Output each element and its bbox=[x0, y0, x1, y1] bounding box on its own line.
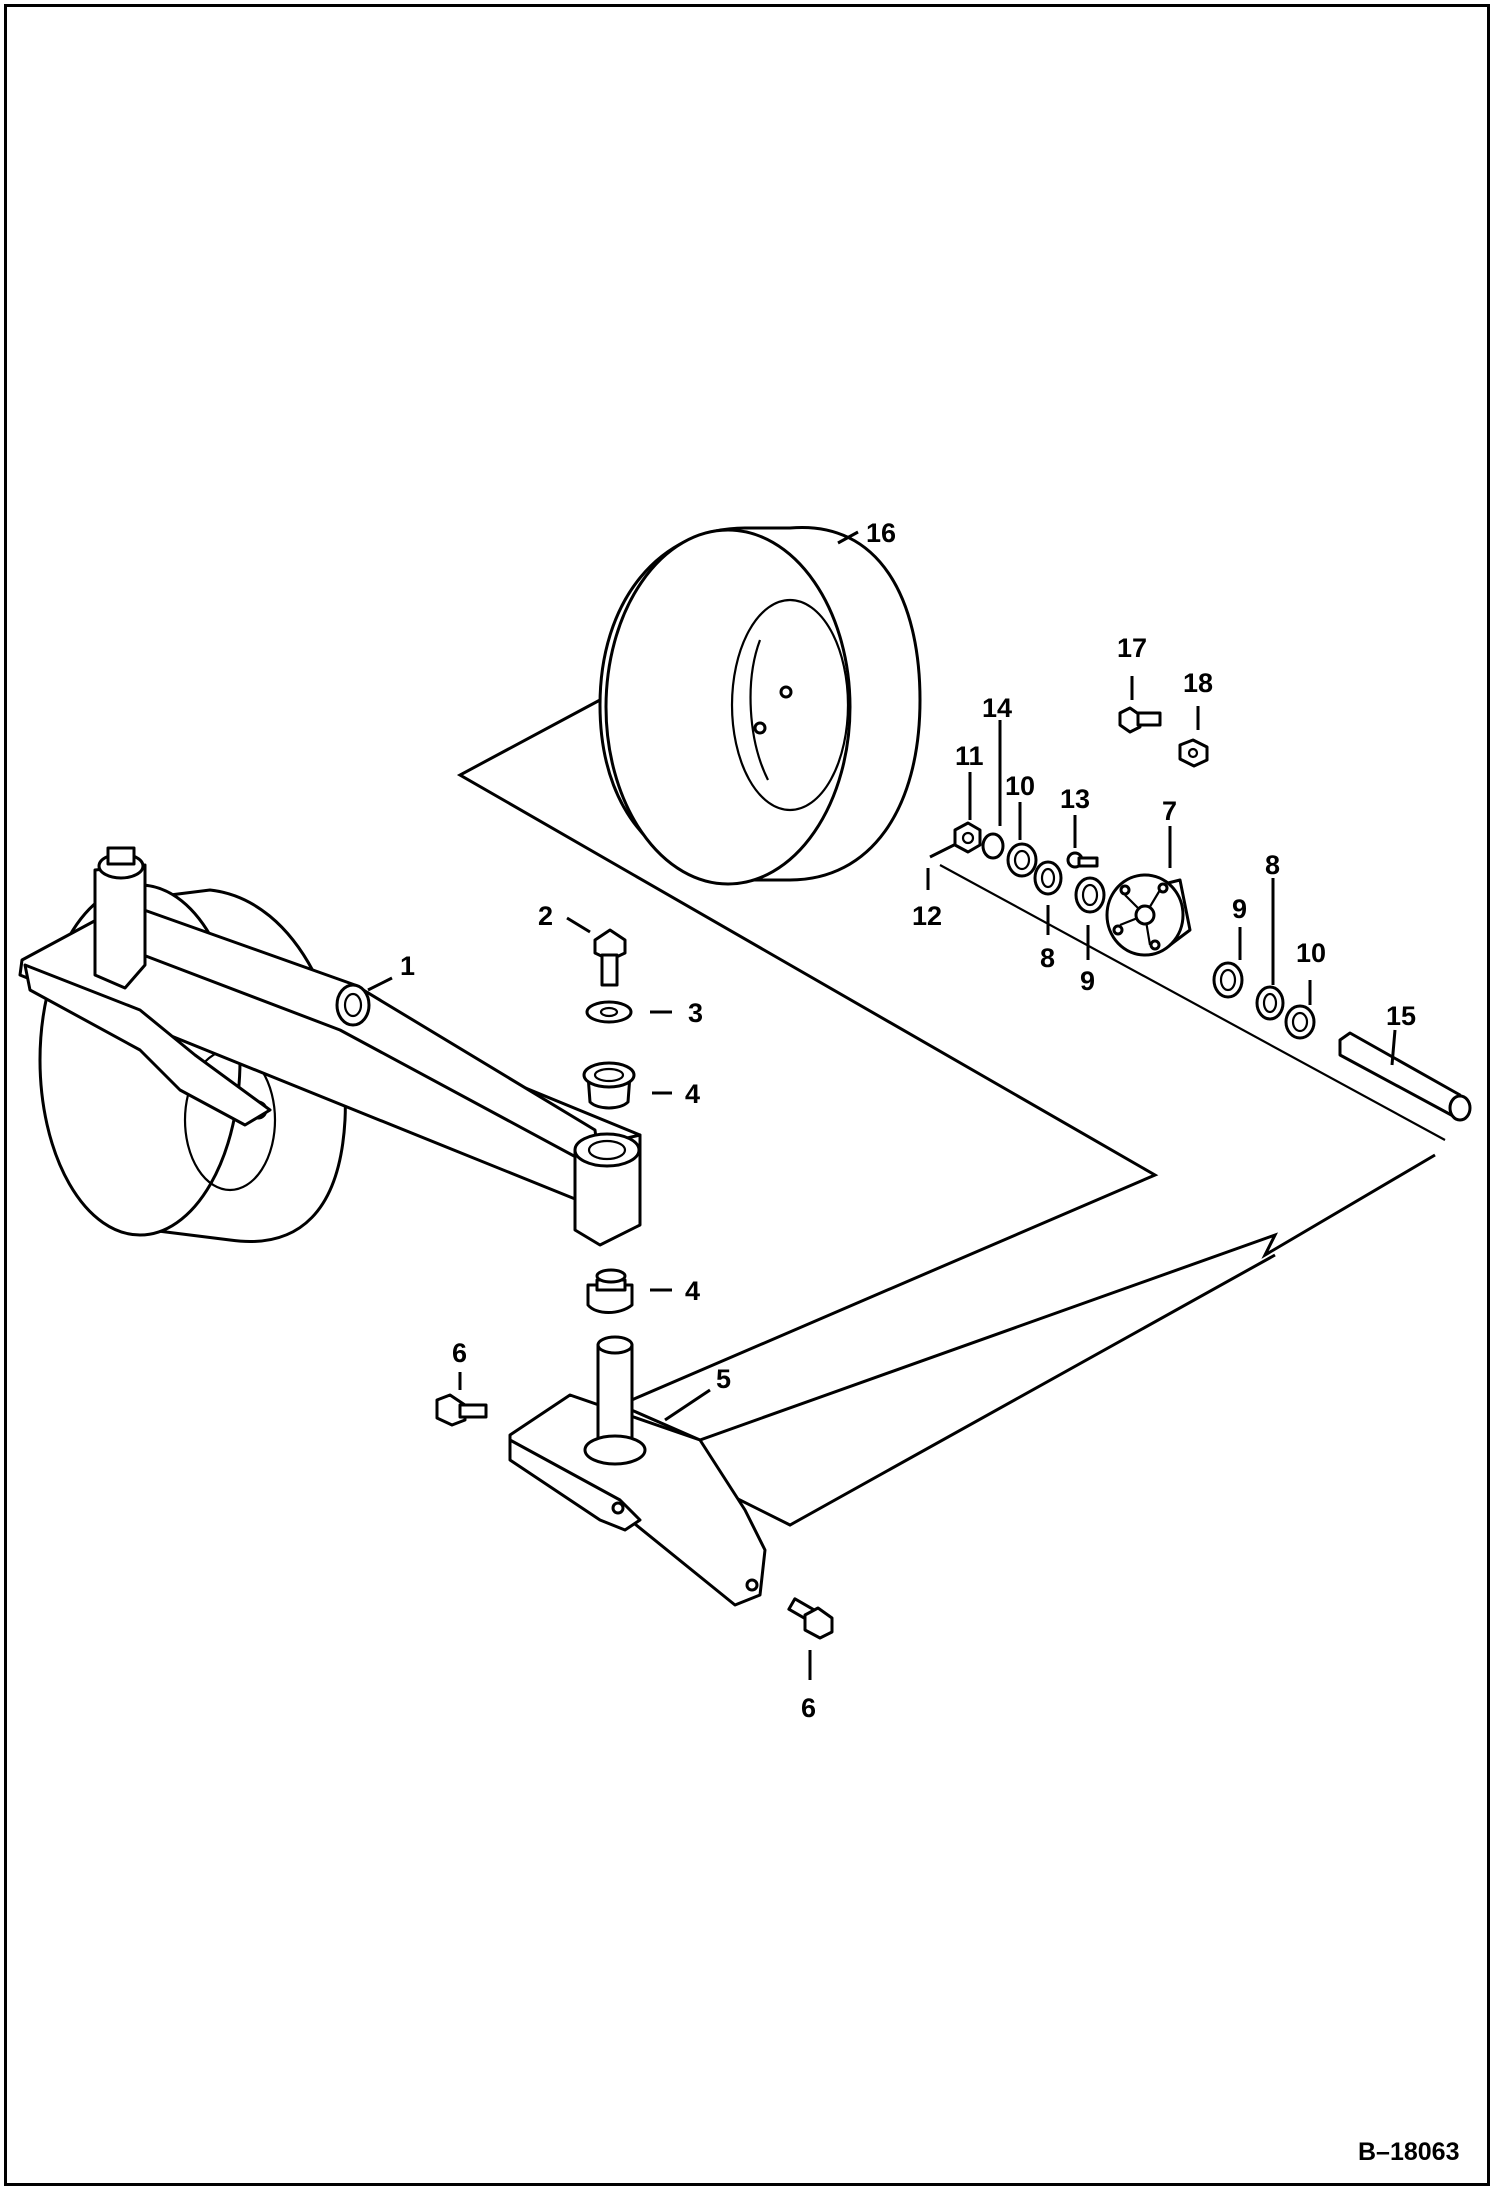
bearing-part-8-right bbox=[1255, 985, 1285, 1021]
axle-frame-outline bbox=[456, 698, 1436, 1442]
callout-3: 3 bbox=[688, 998, 703, 1028]
bushing-part-4-upper bbox=[582, 1061, 636, 1110]
hub-part-7 bbox=[1105, 873, 1192, 957]
bolt-part-17 bbox=[1118, 706, 1162, 734]
callout-4-lower: 4 bbox=[685, 1276, 700, 1306]
callout-14: 14 bbox=[982, 693, 1012, 723]
bolt-part-2 bbox=[593, 928, 627, 987]
washer-part-3 bbox=[585, 1000, 633, 1024]
callout-8-left: 8 bbox=[1040, 943, 1055, 973]
callout-15: 15 bbox=[1386, 1001, 1416, 1031]
callout-18: 18 bbox=[1183, 668, 1213, 698]
race-part-9-left bbox=[1074, 876, 1106, 914]
callout-11: 11 bbox=[955, 741, 984, 771]
callout-12: 12 bbox=[912, 901, 942, 931]
callout-16: 16 bbox=[866, 518, 896, 548]
callout-4-upper: 4 bbox=[685, 1079, 700, 1109]
axle-spindle-part-15 bbox=[1338, 1031, 1472, 1122]
bushing-part-4-lower bbox=[586, 1268, 634, 1314]
seal-part-10-right bbox=[1284, 1004, 1316, 1040]
hub-center-line bbox=[939, 864, 1446, 1141]
leader-lines bbox=[367, 530, 1397, 1680]
callout-6-left: 6 bbox=[452, 1338, 467, 1368]
callout-9-right: 9 bbox=[1232, 894, 1247, 924]
callout-1: 1 bbox=[400, 951, 415, 981]
callout-9-left: 9 bbox=[1080, 966, 1095, 996]
caster-arm-part-1 bbox=[18, 846, 642, 1247]
callout-2: 2 bbox=[538, 901, 553, 931]
slotted-nut-part-11 bbox=[953, 821, 982, 854]
drawing-id: B–18063 bbox=[1358, 2138, 1459, 2166]
nut-part-18 bbox=[1178, 738, 1209, 768]
callout-10-left: 10 bbox=[1005, 771, 1035, 801]
stud-part-13 bbox=[1066, 851, 1099, 869]
callout-17: 17 bbox=[1117, 633, 1147, 663]
bolt-part-6-left bbox=[435, 1393, 488, 1427]
callout-13: 13 bbox=[1060, 784, 1090, 814]
seal-part-10-left bbox=[1006, 842, 1038, 878]
callout-7: 7 bbox=[1162, 796, 1177, 826]
spindle-bracket-part-5 bbox=[508, 1335, 767, 1607]
race-part-9-right bbox=[1212, 961, 1244, 999]
tire-part-16 bbox=[598, 525, 922, 886]
bearing-part-8-left bbox=[1033, 860, 1063, 896]
callout-5: 5 bbox=[716, 1364, 731, 1394]
axle-frame-edge bbox=[689, 1253, 1276, 1527]
callout-6-bottom: 6 bbox=[801, 1693, 816, 1723]
callout-labels: 16 17 18 14 11 10 13 7 8 12 9 10 8 9 15 … bbox=[400, 518, 1416, 1723]
callout-10-right: 10 bbox=[1296, 938, 1326, 968]
washer-part-14 bbox=[981, 832, 1005, 860]
bolt-part-6-right bbox=[787, 1597, 834, 1640]
callout-8-right: 8 bbox=[1265, 850, 1280, 880]
